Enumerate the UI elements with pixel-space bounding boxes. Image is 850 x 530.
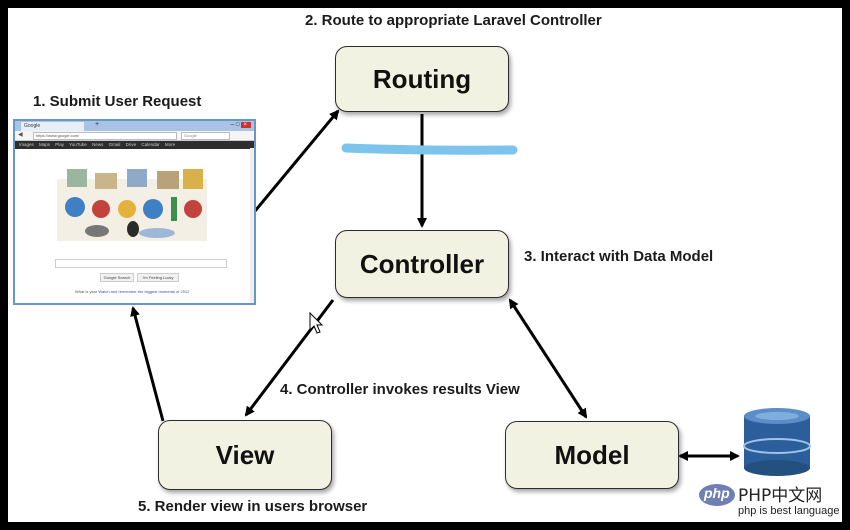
browser-addressbar: ◀ https://www.google.com/ Google — [15, 131, 254, 141]
maximize-icon[interactable]: □ — [235, 122, 242, 128]
google-search-input[interactable] — [55, 259, 227, 268]
step-5-label: 5. Render view in users browser — [138, 498, 368, 515]
step-3-label: 3. Interact with Data Model — [524, 248, 714, 265]
watermark-title: PHP中文网 — [738, 486, 823, 506]
window-controls: –□× — [231, 122, 251, 128]
new-tab-icon[interactable]: + — [95, 121, 100, 128]
arrow-controller-to-view — [244, 299, 335, 417]
controller-node: Controller — [335, 230, 509, 298]
step-2-label: 2. Route to appropriate Laravel Controll… — [305, 12, 602, 29]
browser-screenshot: Google + –□× ◀ https://www.google.com/ G… — [13, 119, 256, 305]
highlight-stroke — [341, 143, 518, 155]
arrow-view-to-browser — [130, 306, 165, 422]
step-1-label: 1. Submit User Request — [33, 93, 202, 110]
browser-tab[interactable]: Google — [21, 122, 84, 131]
feeling-lucky-button[interactable]: I'm Feeling Lucky — [137, 273, 179, 282]
search-field[interactable]: Google — [181, 132, 230, 140]
browser-footer: What is year Watch and remember the bigg… — [75, 289, 189, 294]
close-icon[interactable]: × — [241, 122, 251, 128]
google-toolbar[interactable]: Images Maps Play YouTube News Gmail Driv… — [15, 141, 254, 149]
browser-titlebar: Google + –□× — [15, 121, 254, 131]
diagram-canvas: 2. Route to appropriate Laravel Controll… — [8, 8, 842, 522]
footer-link[interactable]: Watch and remember the biggest moments o… — [98, 289, 190, 294]
php-logo: php — [704, 485, 730, 501]
watermark-tagline: php is best language — [738, 505, 840, 517]
mouse-cursor-icon — [309, 311, 324, 334]
database-icon — [743, 408, 811, 476]
step-4-label: 4. Controller invokes results View — [280, 381, 520, 398]
url-field[interactable]: https://www.google.com/ — [33, 132, 177, 140]
google-search-button[interactable]: Google Search — [100, 273, 134, 282]
arrow-controller-model — [508, 298, 588, 419]
back-icon[interactable]: ◀ — [18, 132, 23, 138]
minimize-icon[interactable]: – — [230, 122, 236, 128]
arrow-browser-to-routing — [253, 109, 340, 212]
php-watermark: php PHP中文网 php is best language — [698, 475, 840, 522]
footer-text: What is year — [75, 289, 98, 294]
routing-node: Routing — [335, 46, 509, 112]
google-doodle-image — [57, 169, 207, 241]
view-node: View — [158, 420, 332, 490]
model-node: Model — [505, 421, 679, 489]
arrows-layer — [130, 109, 740, 461]
browser-scrollbar[interactable] — [250, 148, 254, 303]
